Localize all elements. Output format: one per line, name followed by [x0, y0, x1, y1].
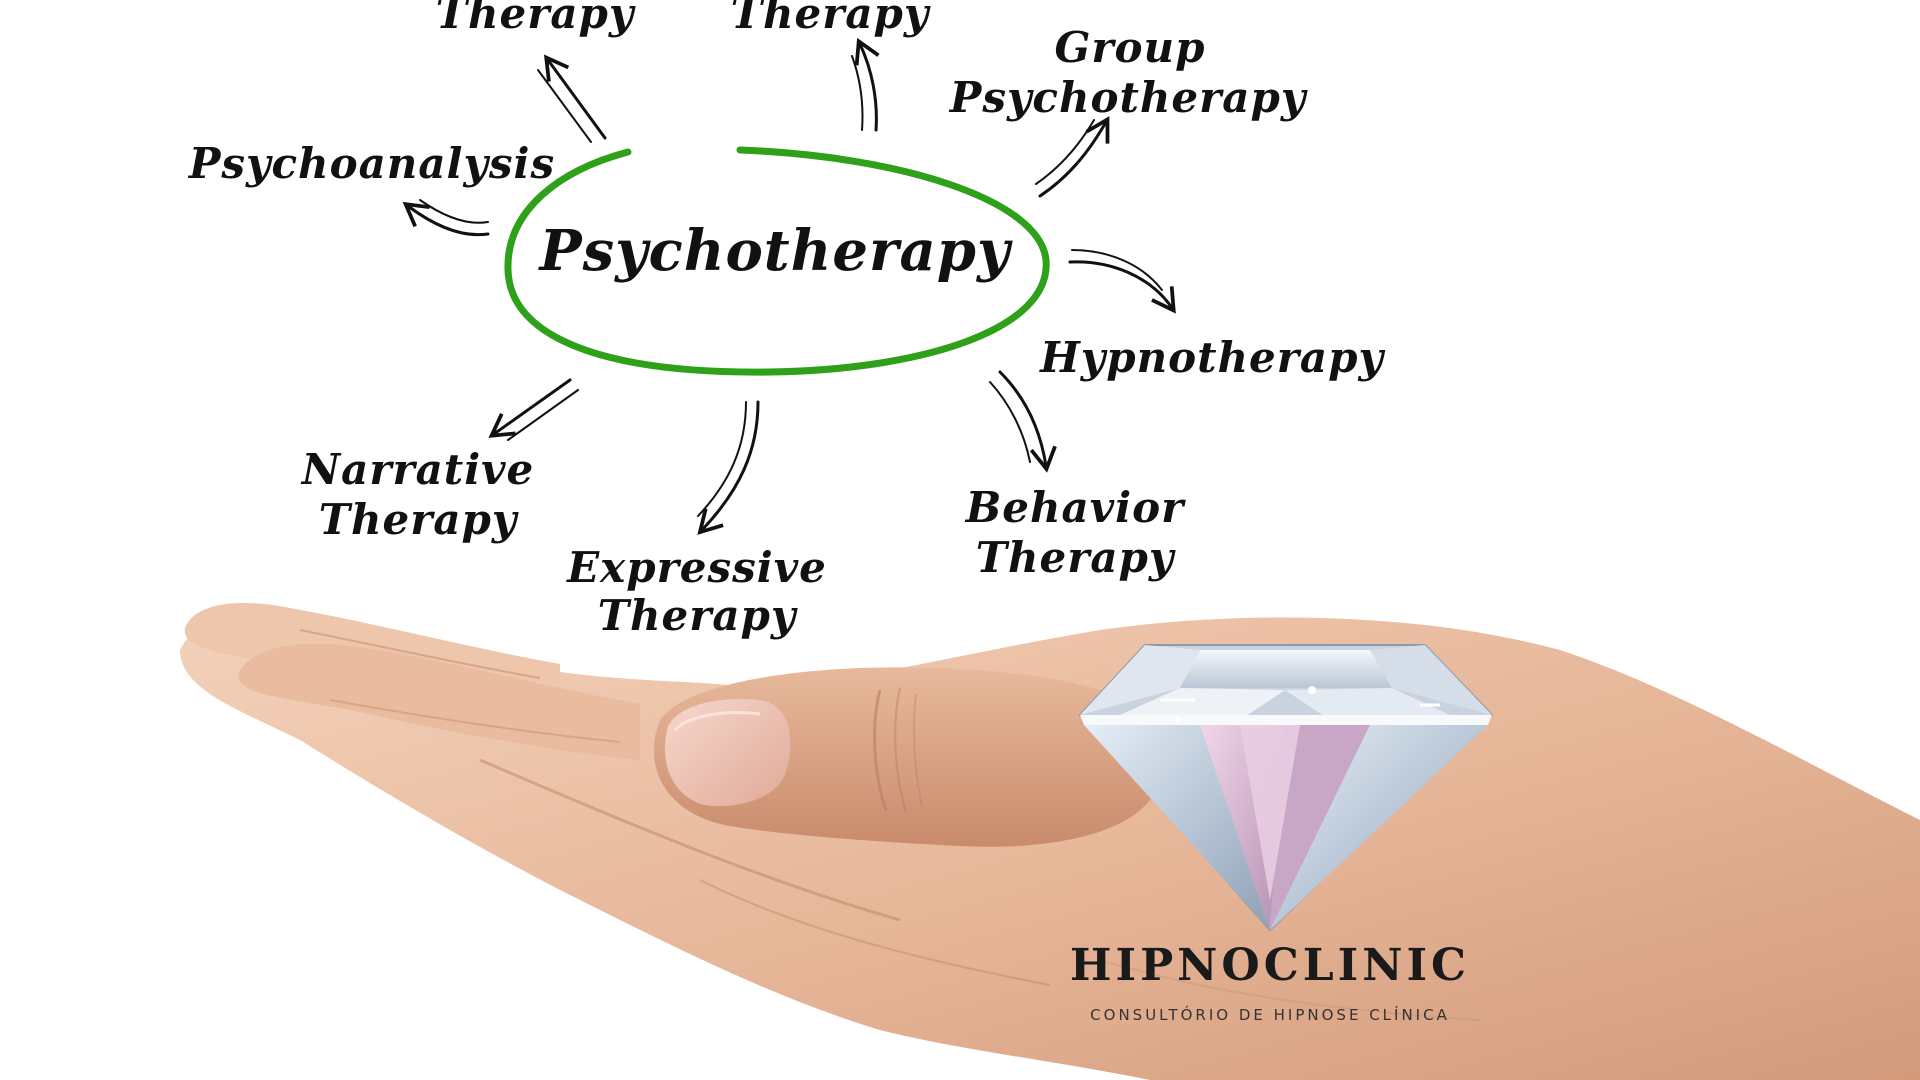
mind-map: Psychotherapy: [188, 0, 1385, 640]
arrow-top-left: [544, 54, 607, 140]
branch-expressive-line1: Expressive: [566, 543, 827, 592]
branch-narrative-line2: Therapy: [319, 495, 519, 544]
arrow-narrative: [488, 378, 572, 438]
branch-group-line1: Group: [1055, 23, 1206, 72]
thumb-nail: [664, 699, 791, 807]
branch-behavior-line2: Therapy: [976, 533, 1176, 582]
diamond-icon: [1078, 644, 1494, 932]
hand-photo: [180, 602, 1920, 1080]
arrow-hypnotherapy: [1068, 260, 1176, 314]
arrow-top: [854, 37, 880, 132]
arrow-expressive: [697, 400, 760, 535]
branch-top-left: Therapy: [436, 0, 636, 38]
branch-behavior-line1: Behavior: [965, 483, 1186, 532]
arrows: [402, 37, 1176, 535]
middle-finger: [238, 644, 640, 760]
center-label: Psychotherapy: [537, 218, 1012, 284]
arrow-psychoanalysis: [402, 201, 490, 237]
brand-name: HIPNOCLINIC: [1069, 940, 1471, 991]
branch-top: Therapy: [731, 0, 931, 38]
brand-tagline: CONSULTÓRIO DE HIPNOSE CLÍNICA: [1090, 1006, 1450, 1024]
branch-narrative-line1: Narrative: [300, 445, 535, 494]
arrow-behavior: [998, 370, 1057, 473]
center-circle: [504, 146, 1050, 376]
branch-group-line2: Psychotherapy: [949, 73, 1308, 122]
branch-psychoanalysis: Psychoanalysis: [188, 139, 555, 188]
branch-hypnotherapy: Hypnotherapy: [1039, 333, 1385, 382]
branch-expressive-line2: Therapy: [598, 591, 798, 640]
arrow-group: [1038, 116, 1110, 198]
